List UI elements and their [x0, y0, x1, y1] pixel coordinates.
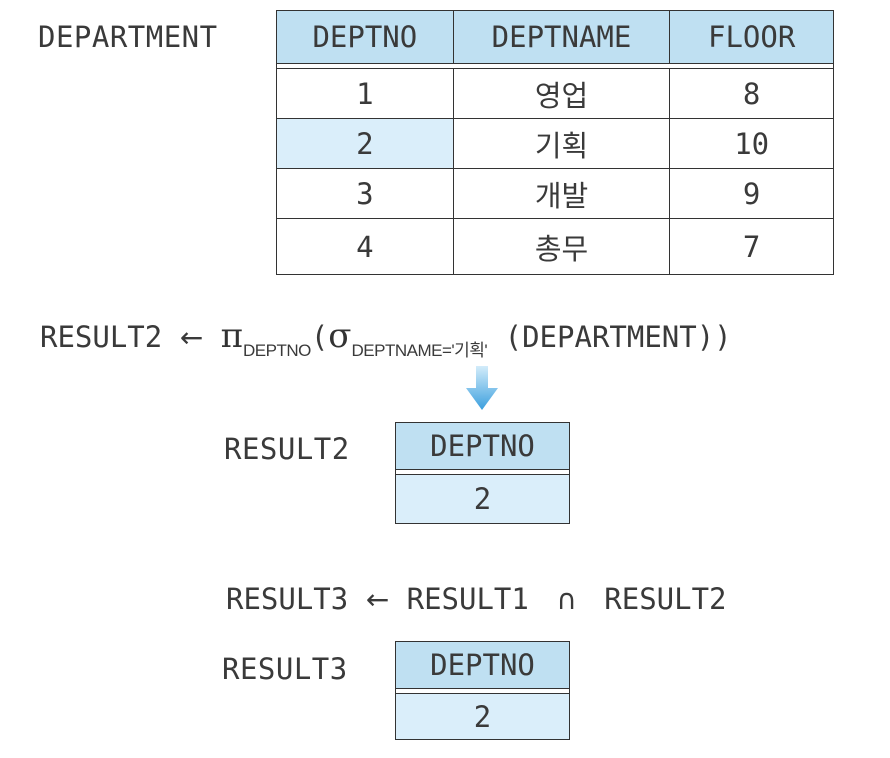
cell-deptno: 2: [395, 474, 570, 524]
cell-deptno: 1: [276, 68, 454, 119]
cell-floor: 8: [669, 68, 834, 119]
result3-table: DEPTNO 2: [395, 641, 570, 740]
cell-deptname: 기획: [452, 118, 671, 169]
intersection-expression: RESULT3 ← RESULT1 ∩ RESULT2: [226, 582, 727, 616]
table-row: 4 총무 7: [276, 218, 834, 275]
table-row: 3 개발 9: [276, 168, 834, 219]
cell-deptno-highlighted: 2: [276, 118, 454, 169]
department-table: DEPTNO DEPTNAME FLOOR 1 영업 8 2 기획 10 3 개…: [276, 10, 834, 275]
cell-deptname: 총무: [452, 218, 671, 275]
intersection-symbol: ∩: [556, 583, 577, 616]
table-row: 2 기획 10: [276, 118, 834, 169]
column-header-deptno: DEPTNO: [395, 641, 570, 689]
cell-deptname: 개발: [452, 168, 671, 219]
open-paren: (: [310, 320, 329, 354]
department-relation-label: DEPARTMENT: [38, 20, 218, 54]
table-row: 2: [395, 693, 570, 740]
projection-selection-expression: RESULT2 ← πDEPTNO(σDEPTNAME='기획' (DEPART…: [40, 316, 732, 360]
expression-target: RESULT2: [40, 320, 163, 354]
result3-relation-label: RESULT3: [222, 652, 348, 686]
down-arrow-icon: [466, 366, 498, 410]
column-header-deptname: DEPTNAME: [452, 10, 671, 64]
left-operand: RESULT1: [406, 582, 529, 616]
cell-deptno: 4: [276, 218, 454, 275]
pi-subscript: DEPTNO: [242, 341, 311, 360]
sigma-subscript: DEPTNAME='기획': [351, 341, 488, 360]
cell-floor: 10: [669, 118, 834, 169]
expression-target: RESULT3: [226, 582, 349, 616]
column-header-deptno: DEPTNO: [276, 10, 454, 64]
result2-relation-label: RESULT2: [224, 432, 350, 466]
sigma-symbol: σ: [328, 316, 352, 356]
cell-deptname: 영업: [452, 68, 671, 119]
cell-floor: 7: [669, 218, 834, 275]
cell-floor: 9: [669, 168, 834, 219]
cell-deptno: 3: [276, 168, 454, 219]
assignment-arrow-icon: ←: [365, 583, 390, 616]
expression-operand: (DEPARTMENT)): [504, 320, 732, 354]
right-operand: RESULT2: [604, 582, 727, 616]
table-row: 1 영업 8: [276, 68, 834, 119]
pi-symbol: π: [220, 316, 243, 356]
column-header-deptno: DEPTNO: [395, 422, 570, 470]
cell-deptno: 2: [395, 693, 570, 740]
table-row: 2: [395, 474, 570, 524]
result2-table: DEPTNO 2: [395, 422, 570, 524]
assignment-arrow-icon: ←: [179, 321, 204, 354]
column-header-floor: FLOOR: [669, 10, 834, 64]
